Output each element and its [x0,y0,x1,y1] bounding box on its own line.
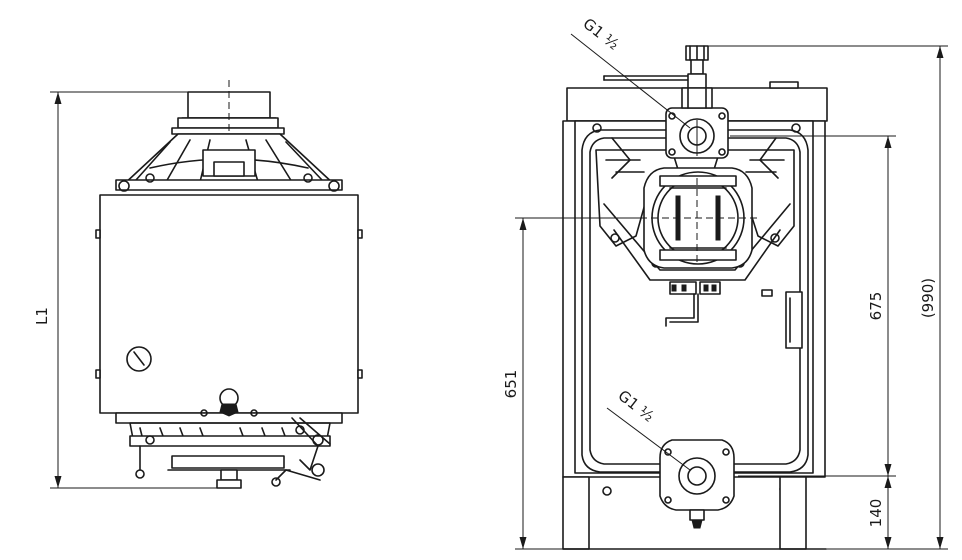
heat-exchanger-door [581,129,809,473]
upper-thread-label: G1 ½ [580,15,623,54]
dimension-675: 675 [730,135,896,477]
dimension-675-label: 675 [867,292,885,321]
gas-valve-knob [219,388,239,417]
side-view [95,80,363,489]
lower-connection-flange [659,439,735,529]
dimension-140: 140 [806,476,896,550]
dimension-140-label: 140 [867,499,885,528]
dimension-l1-label: L1 [33,307,51,325]
dimension-990-label: (990) [919,278,937,318]
door-handle [785,291,803,349]
thermometer-gauge-icon [126,346,152,372]
front-view [562,45,828,550]
dimension-990: (990) [708,45,948,550]
dimension-651: 651 [502,217,640,550]
dimension-651-label: 651 [502,370,520,399]
dimension-l1: L1 [33,91,217,489]
boiler-casing [99,194,359,414]
